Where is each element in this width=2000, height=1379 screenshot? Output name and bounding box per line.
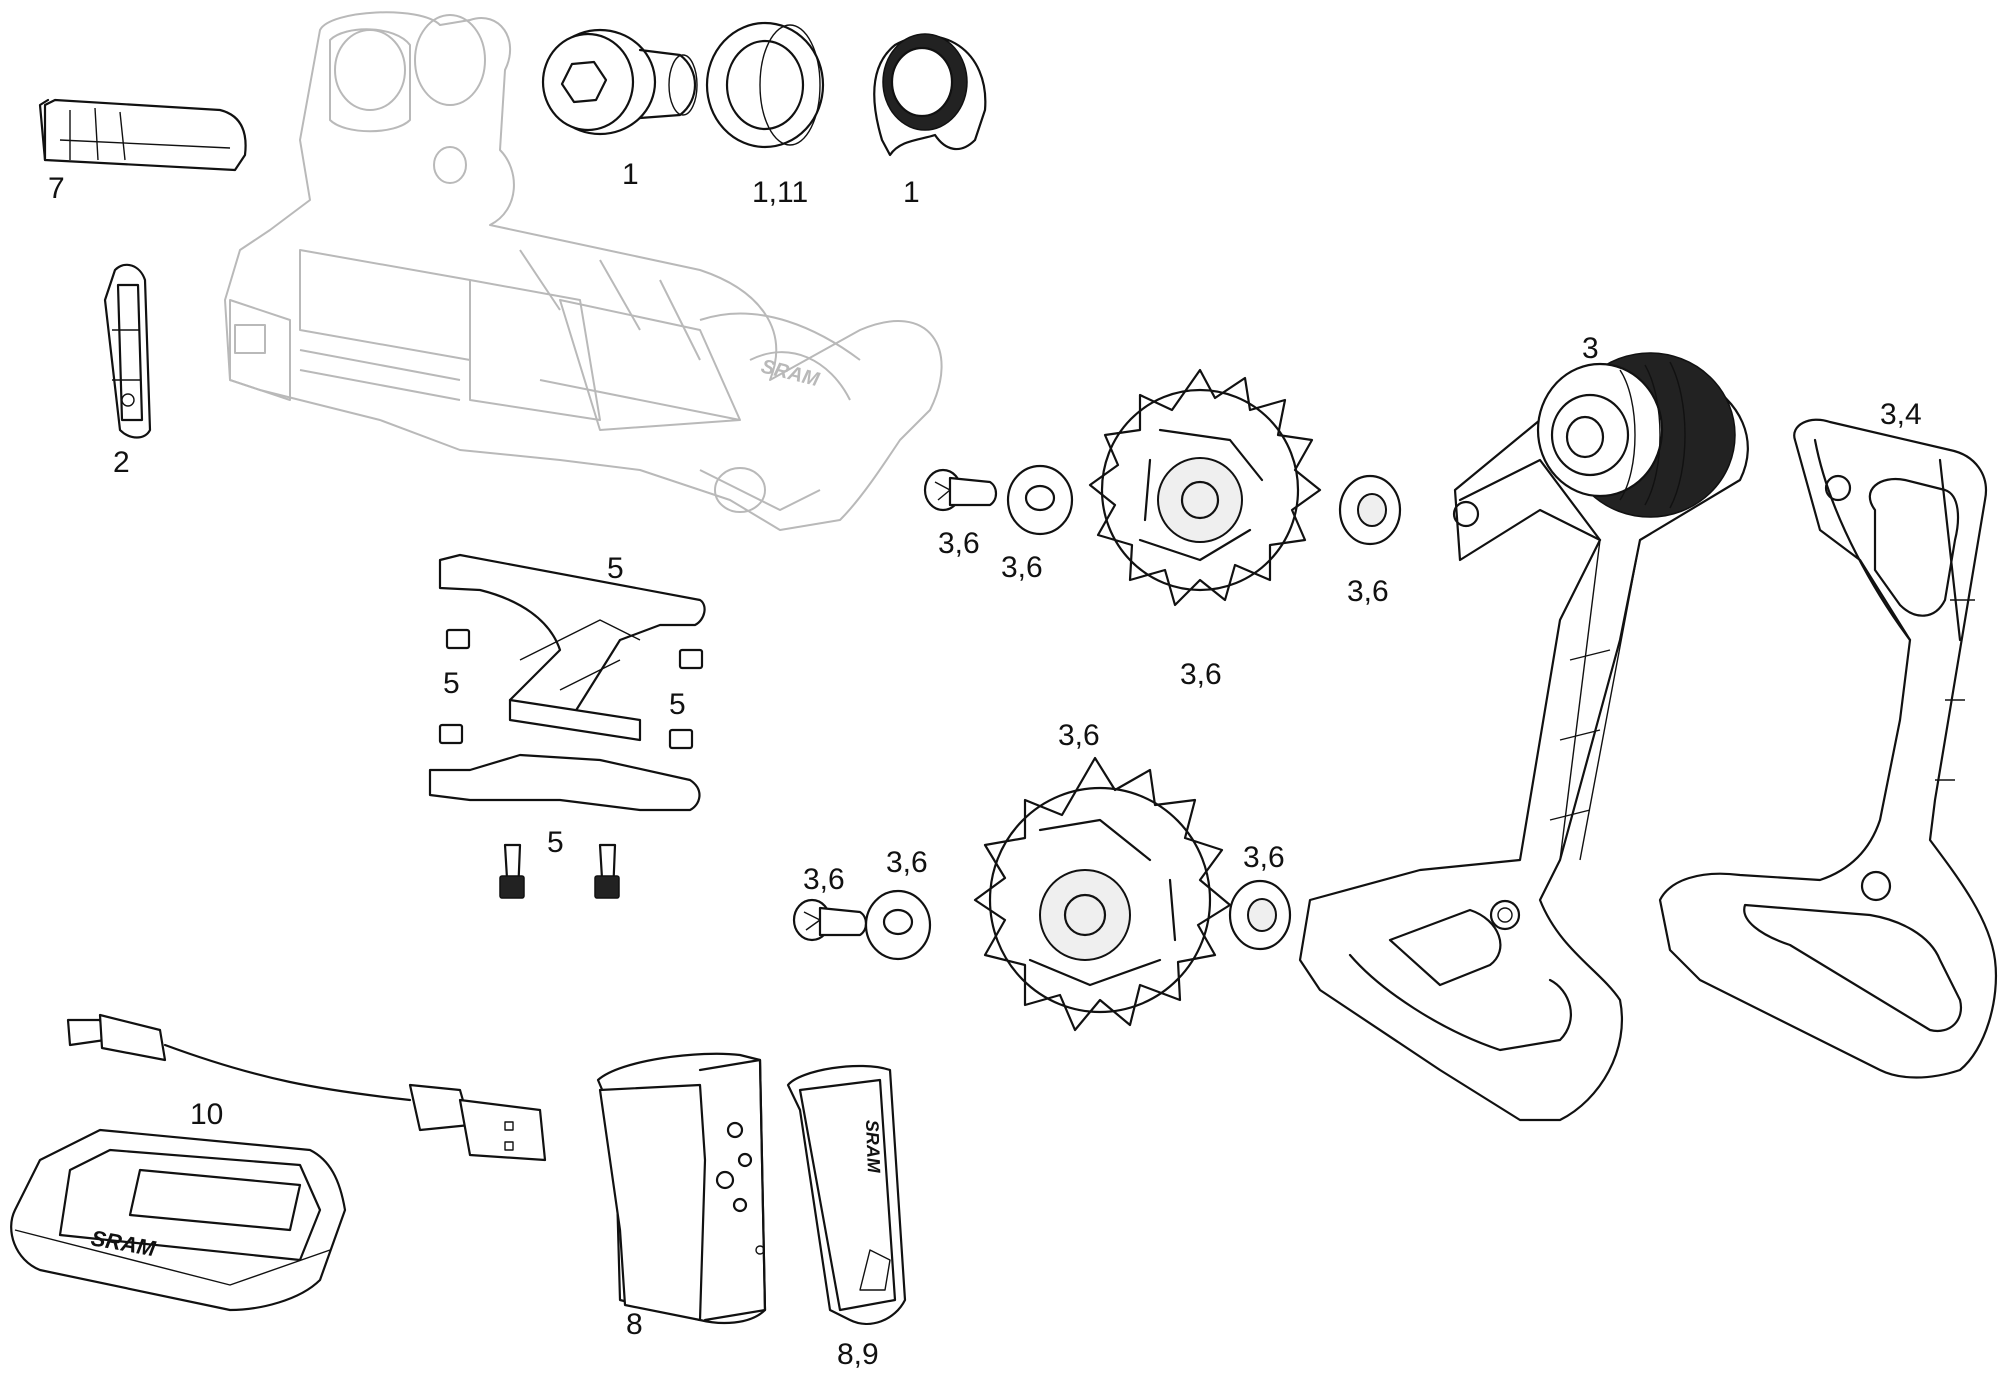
callout-1-11-washer: 1,11 bbox=[752, 176, 809, 209]
part-8-9-cover bbox=[786, 1064, 907, 1325]
part-8-battery bbox=[596, 1052, 767, 1325]
part-5-limit-block bbox=[428, 553, 706, 899]
callout-5-top: 5 bbox=[607, 552, 624, 585]
callout-8-9: 8,9 bbox=[837, 1338, 879, 1371]
charger bbox=[10, 1128, 347, 1312]
upper-pulley bbox=[1088, 368, 1322, 607]
callout-3-6-pulley-lower: 3,6 bbox=[1058, 719, 1100, 752]
lower-pulley-bolt bbox=[792, 898, 868, 942]
callout-1-bolt: 1 bbox=[622, 158, 639, 191]
callout-3-6-bolt-upper: 3,6 bbox=[938, 527, 980, 560]
callout-3-6-washer-lower: 3,6 bbox=[886, 846, 928, 879]
callout-8: 8 bbox=[626, 1308, 643, 1341]
part-1-11-washer bbox=[705, 21, 825, 149]
lower-pulley-cap bbox=[1228, 879, 1292, 951]
upper-pulley-cap bbox=[1338, 474, 1402, 546]
callout-3-6-cap-upper: 3,6 bbox=[1347, 575, 1389, 608]
lower-pulley-washer bbox=[864, 889, 932, 961]
callout-1-cap: 1 bbox=[903, 176, 920, 209]
lower-pulley bbox=[973, 756, 1232, 1032]
callout-5-bottom: 5 bbox=[547, 826, 564, 859]
part-1-cap bbox=[873, 33, 987, 157]
part-2-clip bbox=[103, 263, 152, 439]
upper-pulley-washer bbox=[1006, 464, 1074, 536]
callout-2: 2 bbox=[113, 446, 130, 479]
part-7-cover bbox=[38, 98, 247, 172]
callout-5-right: 5 bbox=[669, 688, 686, 721]
part-1-bolt bbox=[541, 28, 698, 136]
callout-3-6-washer-upper: 3,6 bbox=[1001, 551, 1043, 584]
callout-5-left: 5 bbox=[443, 667, 460, 700]
part-3-4-outer-plate bbox=[1658, 418, 1997, 1079]
derailleur-body-ghost bbox=[224, 11, 943, 531]
callout-7: 7 bbox=[48, 172, 65, 205]
callout-3-6-bolt-lower: 3,6 bbox=[803, 863, 845, 896]
battery-cover-logo: SRAM bbox=[862, 1119, 884, 1174]
upper-pulley-bolt bbox=[923, 468, 998, 512]
callout-10: 10 bbox=[190, 1098, 224, 1131]
callout-3-6-pulley-upper: 3,6 bbox=[1180, 658, 1222, 691]
callout-3-6-cap-lower: 3,6 bbox=[1243, 841, 1285, 874]
part-10-cable bbox=[66, 1013, 547, 1162]
callout-3: 3 bbox=[1582, 332, 1599, 365]
part-3-cage-plate bbox=[1298, 352, 1749, 1122]
callout-3-4: 3,4 bbox=[1880, 398, 1922, 431]
